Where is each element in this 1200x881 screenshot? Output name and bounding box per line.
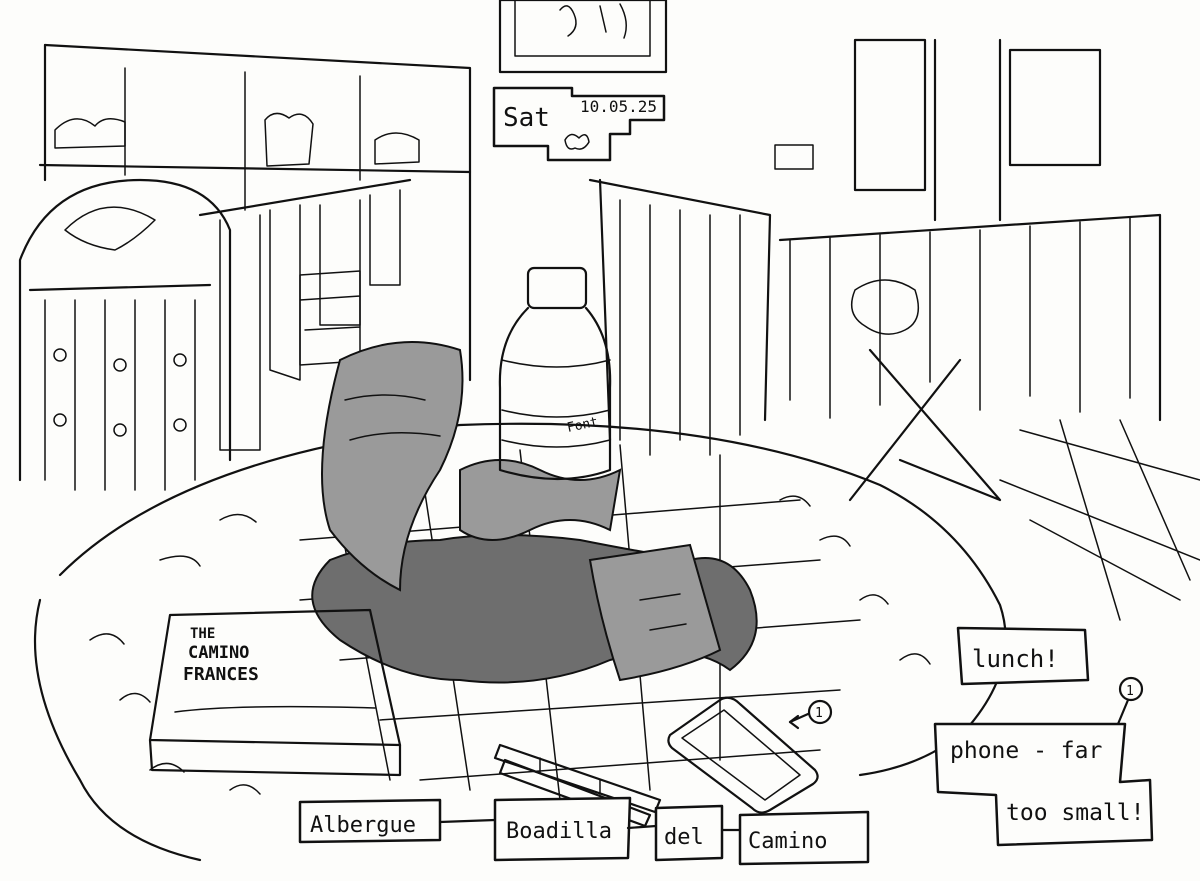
location-word-albergue: Albergue [310, 813, 416, 838]
date-day: Sat [503, 103, 550, 133]
book-title-line1: THE [190, 626, 215, 642]
book-title: THE CAMINO FRANCES [183, 626, 259, 685]
floor-tiles [999, 419, 1200, 621]
clothes-on-rail [198, 178, 412, 451]
cheese-wedge [588, 543, 722, 682]
shelving-unit [38, 43, 472, 382]
location-word-boadilla: Boadilla [506, 819, 612, 844]
wall-picture [498, 0, 668, 74]
lunch-text: lunch! [972, 645, 1059, 673]
location-banner: Albergue Boadilla del Camino [298, 796, 870, 866]
guidebook [148, 608, 402, 777]
lunch-note: lunch! [956, 626, 1090, 686]
book-title-line3: FRANCES [183, 664, 259, 685]
phone-note-line2: too small! [1006, 800, 1144, 826]
book-title-line2: CAMINO [188, 643, 249, 663]
smartphone [667, 696, 819, 814]
date-banner: Sat 10.05.25 [492, 86, 666, 162]
phone-note: 1 phone - far too small! [933, 676, 1154, 847]
phone-callout-marker: 1 [815, 706, 823, 721]
crisps-packet [321, 341, 464, 592]
bunk-bed-headboard [18, 178, 232, 491]
wall-notices [774, 38, 1102, 222]
phone-note-line1: phone - far [950, 738, 1102, 764]
phone-callout [788, 699, 833, 730]
location-word-del: del [664, 825, 704, 850]
drying-racks [588, 178, 1162, 502]
phone-note-marker: 1 [1126, 684, 1134, 699]
bottle-brand: Font [566, 415, 600, 436]
location-word-camino: Camino [748, 829, 827, 854]
bee-doodle-icon [564, 133, 590, 150]
date-value: 10.05.25 [580, 97, 657, 116]
water-bottle [498, 266, 612, 481]
